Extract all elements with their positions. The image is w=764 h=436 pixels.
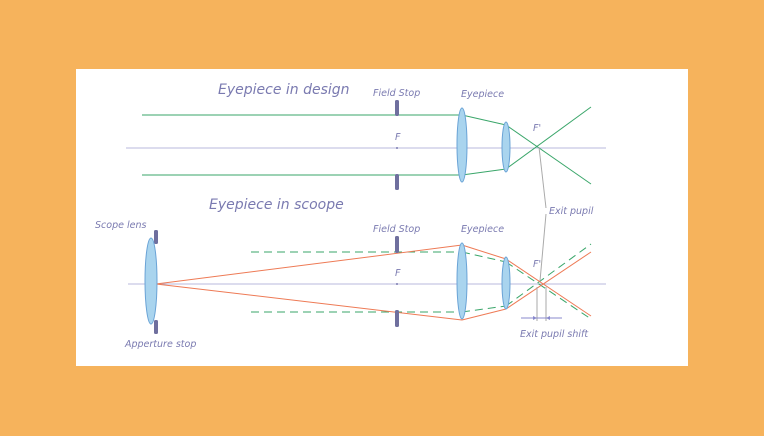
bottom-field-stop-lower — [395, 310, 399, 327]
top-title: Eyepiece in design — [218, 82, 350, 98]
bottom-ray-lower — [155, 283, 463, 321]
bottom-focal-label: F — [395, 268, 401, 279]
bottom-dashed-upper-exit — [505, 261, 592, 320]
top-eyepiece-label: Eyepiece — [461, 89, 504, 100]
top-field-stop-lower — [395, 174, 399, 190]
top-ray-upper-refracted — [461, 114, 507, 126]
top-diagram: Eyepiece in design Field Stop Eyepiece F… — [126, 82, 606, 190]
exit-pupil-pointer-top — [538, 146, 547, 209]
bottom-eyepiece-lens-1 — [456, 242, 468, 320]
bottom-ray-lower-exit — [505, 251, 592, 310]
aperture-stop-upper — [154, 230, 158, 244]
bottom-focal-prime-label: F' — [533, 259, 541, 270]
bottom-dashed-lower-exit — [505, 243, 592, 307]
top-focal-prime-label: F' — [533, 123, 541, 134]
bottom-eyepiece-lens-2 — [501, 256, 511, 310]
aperture-stop-label: Apperture stop — [124, 339, 196, 350]
top-focal-dot — [396, 147, 398, 149]
bottom-ray-upper-refracted — [461, 244, 507, 260]
bottom-field-stop-label: Field Stop — [373, 224, 420, 235]
bottom-eyepiece-label: Eyepiece — [461, 224, 504, 235]
exit-pupil-shift-label: Exit pupil shift — [520, 329, 589, 340]
aperture-stop-lower — [154, 320, 158, 334]
top-eyepiece-lens-2 — [501, 121, 511, 173]
bottom-diagram: Eyepiece in scoope Scope lens Apperture … — [95, 146, 606, 350]
top-ray-lower-refracted — [461, 168, 507, 176]
bottom-ray-upper — [155, 244, 463, 285]
bottom-field-stop-upper — [395, 236, 399, 253]
exit-pupil-pointer-bottom — [539, 213, 547, 282]
bottom-dashed-lower-refracted — [461, 305, 507, 313]
bottom-dashed-upper-refracted — [461, 251, 507, 263]
exit-pupil-shift-arrowhead-left — [533, 316, 537, 320]
top-ray-upper-exit — [505, 124, 592, 185]
top-eyepiece-lens-1 — [456, 107, 468, 183]
exit-pupil-shift-arrowhead-right — [546, 316, 550, 320]
scope-lens — [144, 237, 158, 325]
bottom-ray-lower-refracted — [461, 308, 507, 321]
top-focal-label: F — [395, 132, 401, 143]
optics-diagram: Eyepiece in design Field Stop Eyepiece F… — [95, 82, 606, 350]
scope-lens-label: Scope lens — [95, 220, 146, 231]
top-ray-lower-exit — [505, 106, 592, 170]
diagram-panel: Eyepiece in design Field Stop Eyepiece F… — [76, 69, 688, 366]
top-field-stop-upper — [395, 100, 399, 116]
top-field-stop-label: Field Stop — [373, 88, 420, 99]
exit-pupil-label: Exit pupil — [549, 206, 594, 217]
bottom-focal-dot — [396, 283, 398, 285]
bottom-title: Eyepiece in scoope — [209, 197, 344, 213]
bottom-ray-upper-exit — [505, 258, 592, 317]
